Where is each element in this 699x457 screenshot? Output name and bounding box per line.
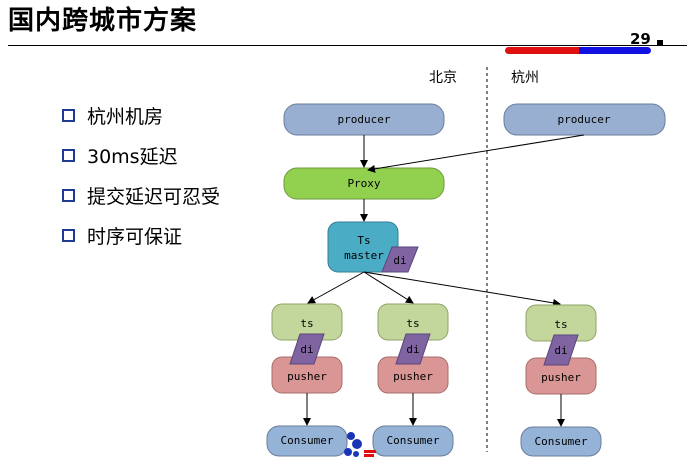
bullet-item: 时序可保证 (62, 215, 220, 255)
edge-producer-hz-proxy (367, 134, 585, 173)
edge-master-ts1 (307, 271, 365, 304)
pusher1-label: pusher (287, 370, 327, 383)
region-label-beijing: 北京 (429, 70, 457, 86)
logo-fragment-icon (344, 432, 376, 457)
consumer1-node (266, 425, 348, 457)
producer-hangzhou-node (503, 103, 666, 136)
di3-label: di (554, 344, 567, 357)
decor-bar-blue (579, 47, 651, 54)
square-bullet-icon (62, 148, 75, 162)
proxy-label: Proxy (347, 177, 380, 190)
ts-master-label-line2: master (344, 249, 384, 262)
consumer2-node (372, 425, 454, 457)
decor-bar-red (505, 47, 579, 54)
pusher2-label: pusher (393, 370, 433, 383)
consumer1-label: Consumer (281, 434, 334, 447)
ts-master-label-line1: Ts (357, 234, 370, 247)
bullet-list: 杭州机房 30ms延迟 提交延迟可忍受 时序可保证 (62, 95, 220, 255)
consumer3-node (520, 426, 602, 457)
di-master-shape (381, 246, 419, 273)
di3-shape (543, 334, 579, 366)
bullet-item: 提交延迟可忍受 (62, 175, 220, 215)
bullet-item: 杭州机房 (62, 95, 220, 135)
di-master-label: di (393, 254, 406, 267)
pusher3-label: pusher (541, 371, 581, 384)
di2-shape (395, 333, 431, 365)
edge-master-ts3 (363, 271, 561, 307)
page-number-marker (657, 40, 663, 45)
consumer3-label: Consumer (535, 435, 588, 448)
edge-master-ts2 (363, 271, 414, 304)
ts3-label: ts (554, 318, 567, 331)
square-bullet-icon (62, 228, 75, 242)
ts1-label: ts (300, 317, 313, 330)
di1-shape (289, 333, 325, 365)
producer-hangzhou-label: producer (558, 113, 611, 126)
di2-label: di (406, 343, 419, 356)
page-title: 国内跨城市方案 (8, 6, 198, 36)
square-bullet-icon (62, 108, 75, 122)
title-divider (8, 45, 687, 46)
ts2-label: ts (406, 317, 419, 330)
page-number: 29 (630, 30, 651, 48)
consumer2-label: Consumer (387, 434, 440, 447)
region-label-hangzhou: 杭州 (511, 70, 539, 86)
bullet-item: 30ms延迟 (62, 135, 220, 175)
producer-beijing-label: producer (338, 113, 391, 126)
square-bullet-icon (62, 188, 75, 202)
di1-label: di (300, 343, 313, 356)
